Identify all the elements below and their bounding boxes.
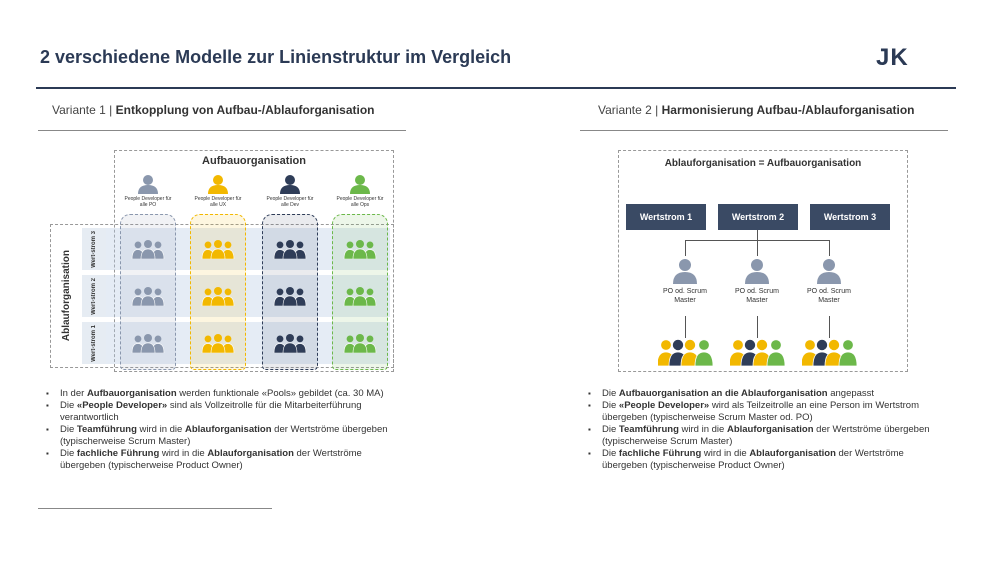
group-icon-cell (131, 239, 165, 259)
column-label: People Developer für alle Dev (266, 196, 314, 208)
column-po: People Developer für alle PO (120, 174, 176, 208)
group-icon (131, 240, 165, 259)
column-label: People Developer für alle UX (194, 196, 242, 208)
row-label-2-wrap: Wert-strom 2 (82, 275, 106, 317)
bullet-item: Die fachliche Führung wird in die Ablauf… (588, 448, 948, 472)
bullet-item: Die «People Developer» wird als Teilzeit… (588, 400, 948, 424)
aufbau-label: Aufbauorganisation (202, 155, 306, 167)
group-icon-cell (273, 286, 307, 306)
person-icon (350, 175, 370, 194)
connector-drop-2 (757, 240, 758, 256)
row-band-1 (82, 322, 390, 364)
bullet-item: Die «People Developer» sind als Vollzeit… (46, 400, 406, 424)
wertstrom-2-box: Wertstrom 2 (718, 204, 798, 230)
group-icon (131, 287, 165, 306)
left-subtitle-prefix: Variante 1 | (52, 103, 116, 117)
wertstrom-1-box: Wertstrom 1 (626, 204, 706, 230)
page-title: 2 verschiedene Modelle zur Linienstruktu… (40, 47, 512, 67)
bullet-item: Die Teamführung wird in die Ablauforgani… (46, 424, 406, 448)
ablauf-label-wrap: Ablauforganisation (56, 228, 76, 364)
group-icon-cell (273, 239, 307, 259)
group-icon (201, 334, 235, 353)
row-label-1-wrap: Wert-strom 1 (82, 322, 106, 364)
role-1: PO od. Scrum Master (660, 258, 710, 305)
connector-drop-1 (685, 240, 686, 256)
group-icon-cell (273, 333, 307, 353)
role-label: PO od. Scrum Master (807, 288, 851, 304)
role-label: PO od. Scrum Master (663, 288, 707, 304)
group-icon-cell (343, 286, 377, 306)
role-label: PO od. Scrum Master (735, 288, 779, 304)
right-bullet-list: Die Aufbauorganisation an die Ablauforga… (588, 388, 948, 472)
team-connector-3 (829, 316, 830, 338)
column-ux: People Developer für alle UX (190, 174, 246, 208)
bullet-item: Die Teamführung wird in die Ablauforgani… (588, 424, 948, 448)
group-icon (343, 287, 377, 306)
person-icon (745, 259, 769, 284)
right-diagram-box (618, 150, 908, 372)
person-icon (673, 259, 697, 284)
team-icon-2 (730, 338, 786, 366)
right-subtitle: Variante 2 | Harmonisierung Aufbau-/Abla… (598, 103, 915, 117)
bullet-item: Die Aufbauorganisation an die Ablauforga… (588, 388, 948, 400)
group-icon (343, 240, 377, 259)
row-label-3: Wert-strom 3 (91, 230, 97, 268)
group-icon (131, 334, 165, 353)
column-ops: People Developer für alle Ops (332, 174, 388, 208)
row-band-3 (82, 228, 390, 270)
bullet-item: In der Aufbauorganisation werden funktio… (46, 388, 406, 400)
right-subtitle-bold: Harmonisierung Aufbau-/Ablauforganisatio… (661, 103, 915, 117)
person-icon (817, 259, 841, 284)
role-2: PO od. Scrum Master (732, 258, 782, 305)
group-icon (273, 287, 307, 306)
group-icon-cell (131, 286, 165, 306)
left-bullet-list: In der Aufbauorganisation werden funktio… (46, 388, 406, 472)
row-label-3-wrap: Wert-strom 3 (82, 228, 106, 270)
team-icon-3 (802, 338, 858, 366)
left-subtitle-divider (38, 130, 406, 131)
group-icon-cell (201, 239, 235, 259)
left-subtitle: Variante 1 | Entkopplung von Aufbau-/Abl… (52, 103, 374, 117)
column-label: People Developer für alle PO (124, 196, 172, 208)
logo: JK (876, 44, 909, 71)
row-band-2 (82, 275, 390, 317)
right-subtitle-prefix: Variante 2 | (598, 103, 662, 117)
connector-drop-3 (829, 240, 830, 256)
group-icon (201, 240, 235, 259)
team-icon (802, 339, 858, 366)
ablauf-label: Ablauforganisation (60, 250, 72, 342)
group-icon-cell (343, 333, 377, 353)
title-divider (36, 87, 956, 89)
team-connector-1 (685, 316, 686, 338)
team-connector-2 (757, 316, 758, 338)
group-icon-cell (131, 333, 165, 353)
person-icon (280, 175, 300, 194)
left-bottom-divider (38, 508, 272, 509)
left-diagram: Aufbauorganisation Ablauforganisation We… (50, 148, 402, 378)
group-icon (201, 287, 235, 306)
row-label-1: Wert-strom 1 (91, 324, 97, 362)
group-icon-cell (201, 333, 235, 353)
group-icon-cell (343, 239, 377, 259)
person-icon (208, 175, 228, 194)
wertstrom-3-box: Wertstrom 3 (810, 204, 890, 230)
connector-vertical-main (757, 230, 758, 240)
column-label: People Developer für alle Ops (336, 196, 384, 208)
person-icon (138, 175, 158, 194)
column-dev: People Developer für alle Dev (262, 174, 318, 208)
role-3: PO od. Scrum Master (804, 258, 854, 305)
ablauf-box (50, 224, 394, 368)
row-label-2: Wert-strom 2 (91, 277, 97, 315)
left-subtitle-bold: Entkopplung von Aufbau-/Ablauforganisati… (115, 103, 375, 117)
right-subtitle-divider (580, 130, 948, 131)
team-icon-1 (658, 338, 714, 366)
bullet-item: Die fachliche Führung wird in die Ablauf… (46, 448, 406, 472)
team-icon (730, 339, 786, 366)
group-icon (273, 334, 307, 353)
group-icon-cell (201, 286, 235, 306)
group-icon (343, 334, 377, 353)
right-box-title: Ablauforganisation = Aufbauorganisation (664, 158, 862, 169)
team-icon (658, 339, 714, 366)
group-icon (273, 240, 307, 259)
